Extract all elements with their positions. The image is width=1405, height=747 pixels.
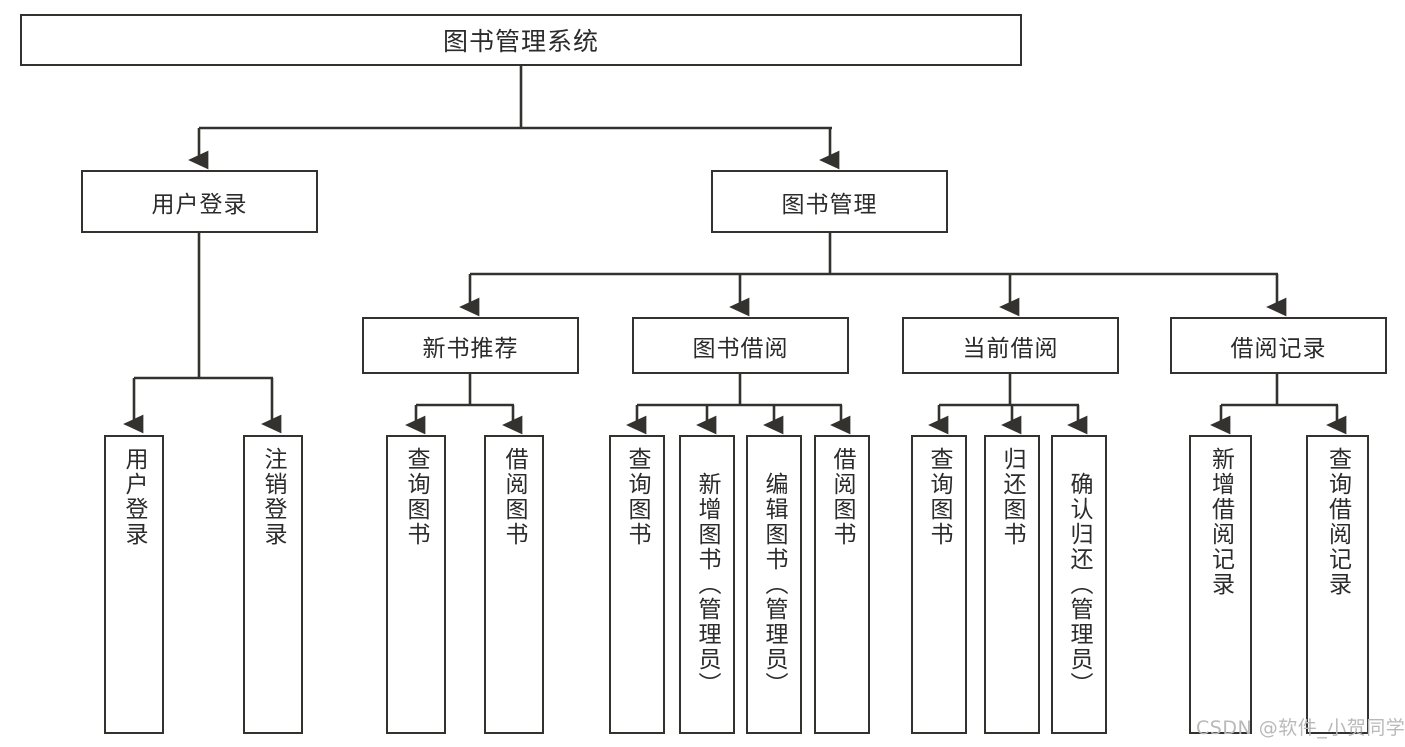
leaf-add-borrow-record-label: 新增借阅记录 (1207, 447, 1234, 597)
leaf-return-book[interactable]: 归还图书 (984, 435, 1040, 734)
leaf-user-login-label: 用户登录 (121, 447, 148, 547)
leaf-add-book-admin-label: 新增图书（管理员） (694, 472, 721, 697)
node-user-login[interactable]: 用户登录 (81, 170, 318, 233)
node-current-borrow-label: 当前借阅 (962, 335, 1059, 362)
leaf-borrow-book-label: 借阅图书 (829, 447, 856, 547)
leaf-confirm-return-admin[interactable]: 确认归还（管理员） (1051, 435, 1107, 734)
leaf-query-book-borrow[interactable]: 查询图书 (609, 435, 665, 734)
node-current-borrow[interactable]: 当前借阅 (902, 317, 1119, 374)
node-book-management-label: 图书管理 (781, 191, 878, 218)
node-root[interactable]: 图书管理系统 (20, 14, 1022, 66)
watermark: CSDN @软件_小贺同学 (1196, 717, 1405, 739)
leaf-query-borrow-record[interactable]: 查询借阅记录 (1306, 435, 1369, 734)
leaf-query-book-current-label: 查询图书 (926, 447, 953, 547)
leaf-borrow-book-recommend[interactable]: 借阅图书 (484, 435, 544, 734)
leaf-edit-book-admin[interactable]: 编辑图书（管理员） (746, 435, 802, 734)
node-new-book-recommend[interactable]: 新书推荐 (362, 317, 579, 374)
node-new-book-recommend-label: 新书推荐 (422, 335, 519, 362)
node-book-borrow[interactable]: 图书借阅 (632, 317, 849, 374)
leaf-borrow-book[interactable]: 借阅图书 (814, 435, 870, 734)
leaf-logout[interactable]: 注销登录 (243, 435, 303, 734)
leaf-query-book-borrow-label: 查询图书 (624, 447, 651, 547)
leaf-return-book-label: 归还图书 (999, 447, 1026, 547)
leaf-query-book-recommend-label: 查询图书 (403, 447, 430, 547)
leaf-borrow-book-recommend-label: 借阅图书 (501, 447, 528, 547)
leaf-add-borrow-record[interactable]: 新增借阅记录 (1189, 435, 1252, 734)
leaf-query-book-current[interactable]: 查询图书 (911, 435, 967, 734)
leaf-user-login[interactable]: 用户登录 (104, 435, 164, 734)
node-user-login-label: 用户登录 (151, 191, 248, 218)
leaf-edit-book-admin-label: 编辑图书（管理员） (761, 472, 788, 697)
leaf-query-book-recommend[interactable]: 查询图书 (386, 435, 446, 734)
leaf-confirm-return-admin-label: 确认归还（管理员） (1066, 472, 1093, 697)
node-borrow-record-label: 借阅记录 (1230, 335, 1327, 362)
leaf-add-book-admin[interactable]: 新增图书（管理员） (679, 435, 735, 734)
leaf-logout-label: 注销登录 (260, 447, 287, 547)
node-book-borrow-label: 图书借阅 (692, 335, 789, 362)
node-book-management[interactable]: 图书管理 (711, 170, 948, 233)
node-borrow-record[interactable]: 借阅记录 (1170, 317, 1387, 374)
leaf-query-borrow-record-label: 查询借阅记录 (1324, 447, 1351, 597)
node-root-label: 图书管理系统 (442, 27, 599, 56)
